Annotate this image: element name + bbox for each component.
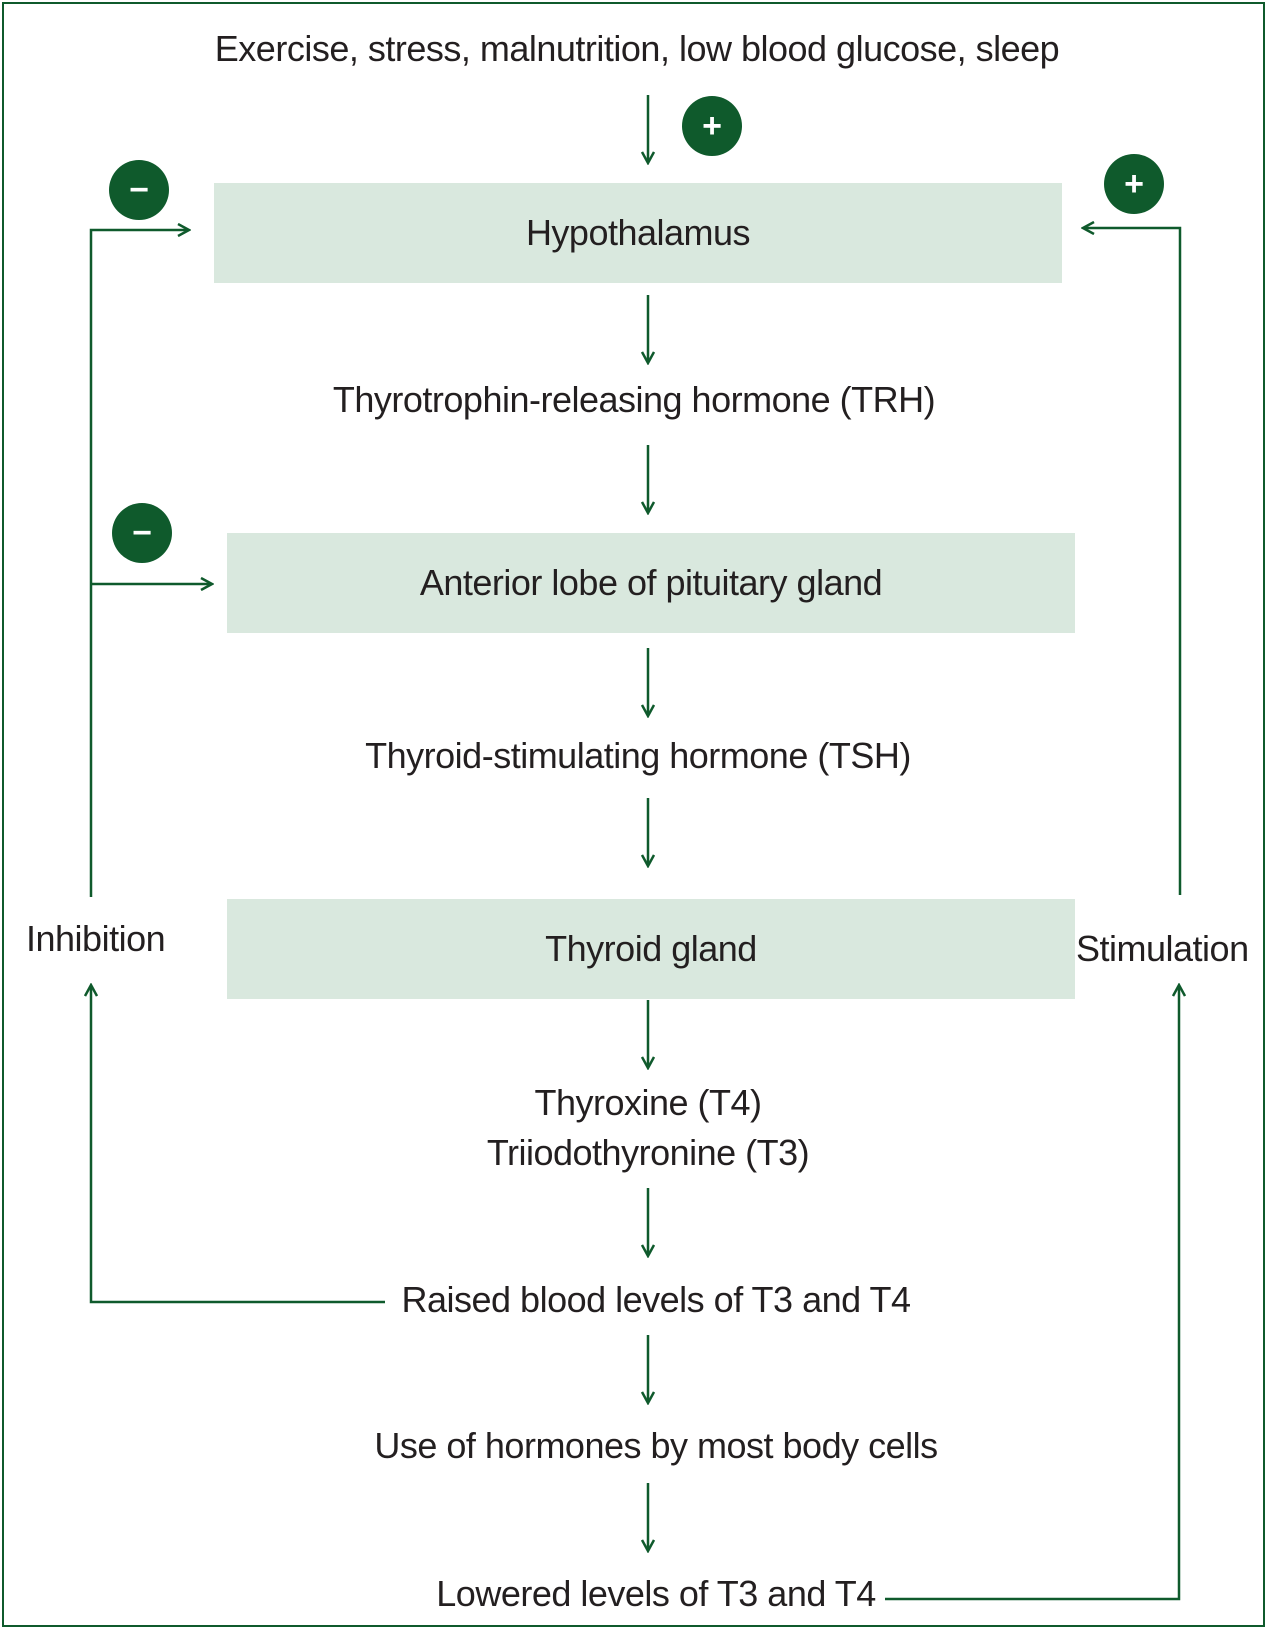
thyroid-box: Thyroid gland: [227, 899, 1075, 999]
thyroid-label: Thyroid gland: [545, 928, 757, 969]
minus-badge-hypothalamus: −: [109, 160, 169, 220]
pituitary-box: Anterior lobe of pituitary gland: [227, 533, 1075, 633]
hormone-use-label: Use of hormones by most body cells: [374, 1425, 938, 1466]
minus-badge-pituitary: −: [112, 503, 172, 563]
hypothalamus-label: Hypothalamus: [525, 212, 751, 253]
input-factors-label: Exercise, stress, malnutrition, low bloo…: [214, 28, 1060, 69]
hypothalamus-box: Hypothalamus: [214, 183, 1062, 283]
arrow-raised-to-inhibition: [91, 985, 385, 1304]
pituitary-label: Anterior lobe of pituitary gland: [419, 562, 883, 603]
triiodothyronine-label: Triiodothyronine (T3): [486, 1132, 810, 1173]
arrow-inhibition-to-hypothalamus: [89, 230, 189, 897]
trh-label: Thyrotrophin-releasing hormone (TRH): [332, 379, 936, 420]
raised-levels-label: Raised blood levels of T3 and T4: [401, 1279, 911, 1320]
thyroxine-label: Thyroxine (T4): [534, 1082, 762, 1123]
plus-badge-input: +: [682, 96, 742, 156]
lowered-levels-label: Lowered levels of T3 and T4: [436, 1573, 876, 1614]
arrow-lowered-to-stimulation: [885, 985, 1179, 1601]
stimulation-label: Stimulation: [1076, 928, 1249, 969]
plus-badge-stimulation: +: [1104, 154, 1164, 214]
inhibition-label: Inhibition: [26, 918, 166, 959]
arrow-stimulation-to-hypothalamus: [1083, 228, 1182, 895]
tsh-label: Thyroid-stimulating hormone (TSH): [365, 735, 911, 776]
